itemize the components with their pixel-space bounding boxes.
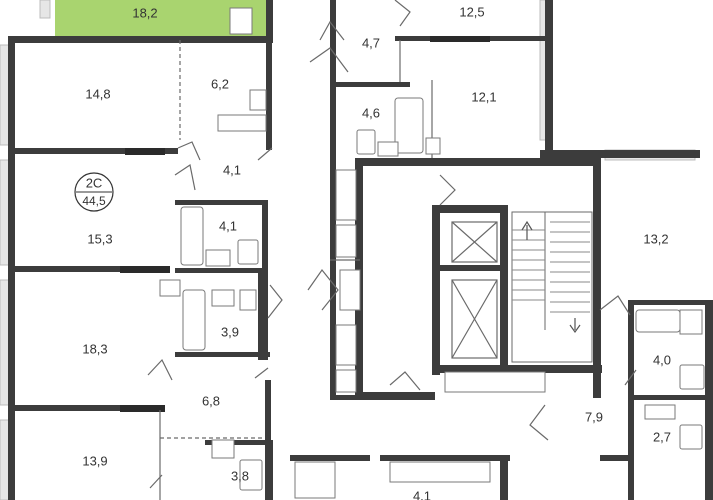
sink-fixture [249,89,267,111]
toilet-icon [239,289,257,311]
elevator-shafts [451,221,498,359]
room-area-label: 15,3 [87,231,112,246]
closet-fixture [335,324,357,366]
apartment-code: 2С [86,175,103,190]
room-area-label: 3,8 [231,468,249,483]
bathtub-icon [394,97,424,154]
room-labels: 18,2 12,5 4,7 14,8 6,2 4,6 12,1 4,1 4,1 … [82,4,671,500]
closet-fixture [335,369,357,393]
bathtub-icon [294,461,336,499]
utility-cabinet [444,371,546,393]
apartment-badge[interactable]: 2С 44,5 [74,172,114,212]
walls [8,0,713,500]
room-area-label: 4,0 [653,352,671,367]
toilet-icon [679,364,705,390]
counter-fixture [389,461,491,483]
toilet-icon [679,424,703,450]
room-area-label: 6,8 [202,393,220,408]
bathtub-icon [635,309,681,333]
sink-icon [159,279,181,297]
room-area-label: 13,9 [82,453,107,468]
room-area-label: 18,2 [132,5,157,20]
toilet-icon [237,239,259,265]
sink-icon [644,404,676,420]
closet-fixture [339,269,361,311]
room-area-label: 4,1 [413,488,431,500]
doors [147,0,637,489]
closet-fixture [335,169,357,221]
room-area-label: 12,1 [471,89,496,104]
room-area-label: 4,7 [362,35,380,50]
sink-icon [377,141,399,157]
room-area-label: 7,9 [585,409,603,424]
staircase [511,211,593,363]
stair-up-arrow-icon [521,220,533,240]
stair-down-arrow-icon [569,318,581,334]
sink-fixture [229,7,253,35]
sink-icon [205,249,231,267]
sink-icon [211,439,235,459]
room-area-label: 6,2 [211,76,229,91]
room-area-label: 13,2 [643,231,668,246]
bathtub-icon [182,289,206,351]
room-area-label: 2,7 [653,429,671,444]
room-area-label: 12,5 [459,4,484,19]
room-area-label: 4,1 [223,162,241,177]
toilet-icon [356,129,376,155]
closet-fixture [335,224,357,258]
room-area-label: 4,6 [362,105,380,120]
sink-icon [679,309,703,335]
counter-fixture [217,114,267,132]
toilet-icon [239,459,263,491]
room-area-label: 4,1 [219,218,237,233]
sink-icon [211,289,235,307]
bathtub-icon [180,206,204,266]
apartment-total-area: 44,5 [82,194,106,208]
room-area-label: 3,9 [221,324,239,339]
room-area-label: 18,3 [82,341,107,356]
sink-icon [425,137,441,155]
fixtures [159,7,705,499]
room-area-label: 14,8 [85,86,110,101]
